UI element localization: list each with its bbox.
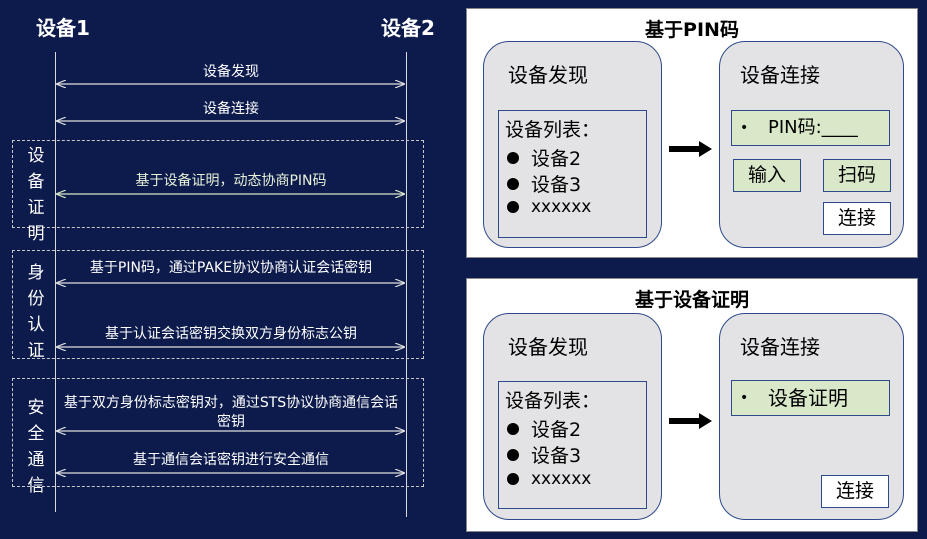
list-item[interactable]: xxxxxx — [507, 469, 591, 489]
pin-panel: 基于PIN码 设备发现 设备列表： 设备2 设备3 xxxxxx 设备连接 • … — [466, 8, 918, 258]
list-item[interactable]: 设备2 — [507, 415, 581, 442]
bullet-icon — [507, 151, 519, 164]
msg-discovery: 设备发现 — [203, 64, 259, 80]
device1-lifeline — [55, 52, 56, 512]
pin-connect-title: 设备连接 — [740, 63, 820, 87]
cert-panel-title: 基于设备证明 — [634, 289, 749, 311]
right-arrow-icon — [669, 413, 713, 433]
list-item[interactable]: xxxxxx — [507, 197, 591, 217]
pin-connect-button[interactable]: 连接 — [823, 202, 891, 235]
scan-button[interactable]: 扫码 — [823, 159, 891, 192]
message-arrows — [0, 0, 465, 539]
bullet-icon — [507, 177, 519, 190]
pin-discovery-card: 设备发现 设备列表： 设备2 设备3 xxxxxx — [483, 41, 662, 248]
group-identity-auth — [12, 250, 424, 359]
device-cert-field[interactable]: • 设备证明 — [731, 380, 890, 416]
right-arrow-icon — [669, 141, 713, 161]
group-label-identity-auth: 身份认证 — [27, 263, 45, 361]
list-item[interactable]: 设备3 — [507, 441, 581, 468]
bullet-icon — [507, 473, 519, 485]
group-device-cert — [12, 140, 424, 228]
bullet-icon — [507, 448, 519, 461]
bullet-icon — [507, 422, 519, 435]
msg-connect: 设备连接 — [203, 101, 259, 117]
cert-connect-card: 设备连接 • 设备证明 连接 — [719, 313, 904, 520]
device1-label: 设备1 — [36, 16, 90, 40]
pin-panel-title: 基于PIN码 — [645, 19, 739, 41]
input-button[interactable]: 输入 — [733, 159, 801, 192]
cert-panel: 基于设备证明 设备发现 设备列表： 设备2 设备3 xxxxxx 设备连接 • … — [466, 278, 918, 532]
cert-discovery-title: 设备发现 — [508, 335, 588, 359]
msg-sts: 基于双方身份标志密钥对，通过STS协议协商通信会话密钥 — [63, 395, 399, 430]
msg-exchange-pubkey: 基于认证会话密钥交换双方身份标志公钥 — [105, 326, 357, 342]
device2-label: 设备2 — [381, 16, 435, 40]
pin-discovery-title: 设备发现 — [508, 63, 588, 87]
bullet-icon — [507, 201, 519, 213]
msg-pake: 基于PIN码，通过PAKE协议协商认证会话密钥 — [89, 260, 373, 276]
cert-discovery-card: 设备发现 设备列表： 设备2 设备3 xxxxxx — [483, 313, 662, 520]
group-label-device-cert: 设备证明 — [27, 146, 45, 244]
cert-device-list: 设备列表： 设备2 设备3 xxxxxx — [498, 381, 647, 509]
list-item[interactable]: 设备2 — [507, 144, 581, 171]
list-item[interactable]: 设备3 — [507, 170, 581, 197]
device2-lifeline — [406, 52, 407, 517]
bullet-icon: • — [740, 120, 749, 136]
group-secure-comm — [12, 378, 424, 487]
pin-connect-card: 设备连接 • PIN码:____ 输入 扫码 连接 — [719, 41, 904, 248]
bullet-icon: • — [740, 390, 749, 406]
msg-cert-pin: 基于设备证明，动态协商PIN码 — [135, 173, 327, 189]
pin-device-list: 设备列表： 设备2 设备3 xxxxxx — [498, 110, 647, 238]
cert-connect-title: 设备连接 — [740, 335, 820, 359]
cert-connect-button[interactable]: 连接 — [821, 475, 889, 508]
pin-device-list-title: 设备列表： — [505, 119, 601, 141]
msg-secure-comm: 基于通信会话密钥进行安全通信 — [133, 452, 329, 468]
group-label-secure-comm: 安全通信 — [27, 398, 45, 496]
pin-code-field[interactable]: • PIN码:____ — [731, 110, 890, 146]
cert-device-list-title: 设备列表： — [505, 390, 601, 412]
